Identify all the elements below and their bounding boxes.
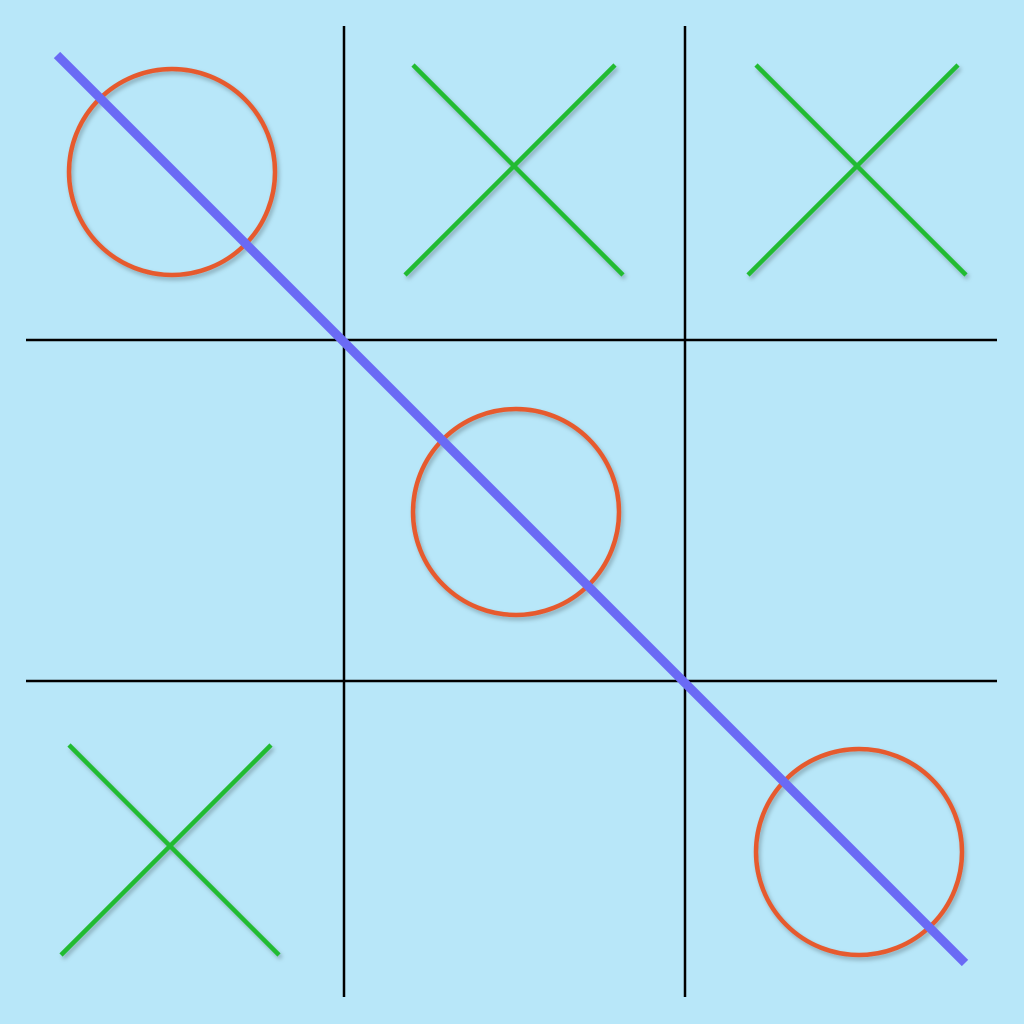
cell-r2-c3[interactable] — [685, 340, 997, 681]
o-mark-r2-c2 — [410, 406, 622, 618]
x-stroke-a — [754, 63, 968, 277]
x-mark-r1-c2 — [403, 63, 625, 277]
board-marks — [59, 63, 968, 958]
x-stroke-a — [67, 743, 281, 957]
cell-r3-c1[interactable] — [26, 681, 344, 997]
winning-line — [53, 51, 969, 967]
x-stroke-b — [746, 63, 960, 277]
x-stroke-b — [59, 743, 273, 957]
cell-r2-c1[interactable] — [26, 340, 344, 681]
winning-line-layer — [53, 51, 969, 967]
o-mark-r3-c3 — [753, 746, 965, 958]
grid-lines — [26, 26, 997, 997]
x-stroke-a — [411, 63, 625, 277]
cell-r3-c2[interactable] — [344, 681, 685, 997]
o-mark-r1-c1 — [66, 66, 278, 278]
x-mark-r3-c1 — [59, 743, 281, 957]
cell-r1-c2[interactable] — [344, 26, 685, 340]
x-mark-r1-c3 — [746, 63, 968, 277]
x-stroke-b — [403, 63, 617, 277]
